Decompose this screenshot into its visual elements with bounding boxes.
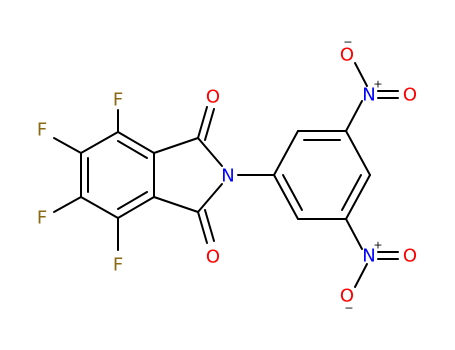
- charge-minus-label: −: [344, 302, 353, 315]
- charge-plus-label: +: [373, 239, 382, 252]
- atom-labels: F F F F O O N N + O − O N + O O −: [37, 36, 417, 315]
- double-bond-inner: [117, 140, 148, 159]
- bond: [197, 211, 208, 244]
- carbonyl-oxygen-label: O: [206, 247, 220, 268]
- imide-nitrogen-label: N: [221, 166, 234, 187]
- nitro-group-bottom: [354, 251, 399, 288]
- charge-minus-label: −: [343, 36, 352, 49]
- bond: [117, 196, 155, 219]
- bond: [345, 100, 363, 132]
- bond: [204, 108, 215, 141]
- bond: [153, 137, 199, 154]
- carbonyl-bonds: [197, 106, 215, 244]
- fluorine-label: F: [113, 255, 123, 276]
- bond: [345, 174, 371, 220]
- nitro-group-top: [354, 62, 399, 99]
- nitro-nitrogen-label: N: [362, 246, 375, 267]
- nitro-oxygen-label: O: [403, 85, 417, 106]
- bond: [80, 196, 119, 219]
- bond: [354, 62, 368, 87]
- fluorine-label: F: [113, 90, 123, 111]
- bond: [53, 137, 82, 154]
- dinitrophenyl-ring: [273, 130, 371, 220]
- double-bond-inner: [282, 174, 303, 211]
- bond: [273, 174, 299, 220]
- bond: [354, 263, 368, 288]
- charge-plus-label: +: [373, 78, 382, 91]
- nitro-oxygen-label: O: [403, 246, 417, 267]
- double-bond-inner: [117, 191, 148, 210]
- bond: [53, 196, 82, 213]
- bond: [153, 196, 199, 213]
- nitro-oxygen-label: O: [340, 286, 354, 307]
- carbonyl-oxygen-label: O: [206, 87, 220, 108]
- bond: [197, 183, 223, 213]
- fluorinated-benzene-ring: [80, 131, 155, 219]
- bond: [197, 137, 223, 167]
- imide-ring: [153, 137, 223, 213]
- c-f-bonds: [53, 109, 119, 251]
- bond: [204, 209, 215, 242]
- fluorine-label: F: [37, 208, 47, 229]
- double-bond-inner: [341, 174, 362, 211]
- bond: [345, 130, 371, 176]
- bond: [197, 106, 208, 139]
- fluorine-label: F: [37, 120, 47, 141]
- bond: [273, 130, 299, 176]
- bond: [117, 131, 155, 154]
- bond: [80, 131, 119, 154]
- nitro-nitrogen-label: N: [362, 85, 375, 106]
- nitro-oxygen-label: O: [340, 45, 354, 66]
- bond: [345, 218, 363, 250]
